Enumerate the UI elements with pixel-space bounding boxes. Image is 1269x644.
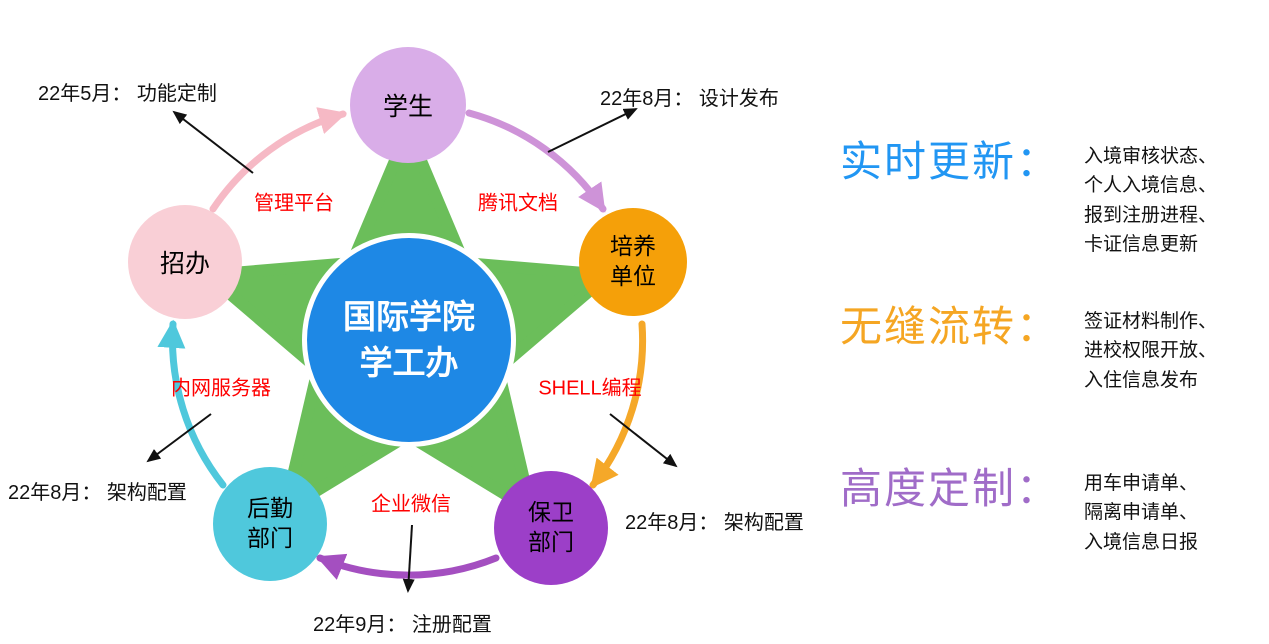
arc-student-to-training bbox=[465, 109, 607, 213]
milestone-arrow-bottom bbox=[402, 524, 415, 593]
node-security-label: 保卫 部门 bbox=[528, 498, 574, 558]
section-high-customization: 高度定制： 用车申请单、 隔离申请单、 入境信息日报 bbox=[840, 455, 1198, 557]
node-student: 学生 bbox=[350, 47, 466, 163]
center-node-line2: 学工办 bbox=[359, 344, 459, 381]
section-realtime-line: 个人入境信息、 bbox=[1084, 175, 1218, 197]
ring-label-intranet-server: 内网服务器 bbox=[171, 377, 271, 400]
node-admissions-label: 招办 bbox=[159, 250, 210, 278]
section-seamless-line: 入住信息发布 bbox=[1084, 369, 1199, 391]
node-training-unit: 培养 单位 bbox=[579, 208, 687, 316]
node-student-label: 学生 bbox=[382, 93, 433, 121]
section-realtime-line: 报到注册进程、 bbox=[1084, 204, 1218, 226]
center-node-office: 国际学院 学工办 bbox=[302, 233, 516, 447]
node-logistics-line1: 后勤 bbox=[247, 495, 293, 522]
section-realtime-body: 入境审核状态、 个人入境信息、 报到注册进程、 卡证信息更新 bbox=[1084, 128, 1217, 260]
section-custom-body: 用车申请单、 隔离申请单、 入境信息日报 bbox=[1084, 455, 1198, 557]
ring-label-tencent-docs: 腾讯文档 bbox=[478, 192, 558, 215]
node-logistics-line2: 部门 bbox=[247, 525, 293, 551]
milestone-right: 22年8月： 架构配置 bbox=[625, 512, 804, 534]
ring-label-enterprise-wechat: 企业微信 bbox=[371, 493, 451, 516]
node-training-line1: 培养 bbox=[610, 233, 656, 260]
section-realtime-line: 入境审核状态、 bbox=[1084, 146, 1218, 167]
section-realtime-update: 实时更新： 入境审核状态、 个人入境信息、 报到注册进程、 卡证信息更新 bbox=[840, 128, 1217, 260]
arc-admissions-to-student bbox=[209, 107, 348, 213]
center-node-line1: 国际学院 bbox=[343, 297, 475, 335]
arc-logistics-to-admissions bbox=[157, 319, 227, 489]
milestone-arrow-left bbox=[146, 413, 212, 463]
node-security-department: 保卫 部门 bbox=[494, 471, 608, 585]
milestone-arrow-right bbox=[609, 413, 678, 468]
milestone-top-left: 22年5月： 功能定制 bbox=[38, 83, 217, 105]
milestone-top-right: 22年8月： 设计发布 bbox=[600, 88, 779, 110]
node-admissions-office: 招办 bbox=[128, 205, 242, 319]
node-training-label: 培养 单位 bbox=[610, 232, 656, 292]
arc-security-to-logistics bbox=[316, 553, 500, 580]
node-security-line1: 保卫 bbox=[528, 499, 574, 526]
section-realtime-line: 卡证信息更新 bbox=[1084, 234, 1199, 256]
section-seamless-flow: 无缝流转： 签证材料制作、 进校权限开放、 入住信息发布 bbox=[840, 293, 1217, 395]
section-seamless-heading: 无缝流转： bbox=[840, 303, 1061, 350]
center-node-label: 国际学院 学工办 bbox=[343, 294, 475, 386]
section-custom-heading: 高度定制： bbox=[840, 465, 1061, 512]
milestone-arrow-top-left bbox=[172, 110, 254, 174]
node-logistics-label: 后勤 部门 bbox=[247, 494, 293, 554]
node-logistics-department: 后勤 部门 bbox=[213, 467, 327, 581]
ring-label-management-platform: 管理平台 bbox=[254, 192, 334, 215]
node-security-line2: 部门 bbox=[528, 529, 574, 555]
milestone-left: 22年8月： 架构配置 bbox=[8, 482, 187, 504]
section-realtime-heading: 实时更新： bbox=[840, 138, 1061, 185]
milestone-arrow-top-right bbox=[547, 108, 638, 153]
node-training-line2: 单位 bbox=[610, 263, 656, 289]
ring-label-shell-programming: SHELL编程 bbox=[538, 377, 642, 400]
section-seamless-body: 签证材料制作、 进校权限开放、 入住信息发布 bbox=[1084, 293, 1217, 395]
section-custom-line: 用车申请单、 bbox=[1084, 473, 1199, 494]
arc-training-to-security bbox=[589, 320, 647, 489]
section-seamless-line: 进校权限开放、 bbox=[1084, 340, 1218, 362]
milestone-bottom: 22年9月： 注册配置 bbox=[313, 614, 492, 636]
section-custom-line: 隔离申请单、 bbox=[1084, 502, 1199, 524]
section-seamless-line: 签证材料制作、 bbox=[1084, 311, 1218, 332]
section-custom-line: 入境信息日报 bbox=[1084, 531, 1199, 553]
